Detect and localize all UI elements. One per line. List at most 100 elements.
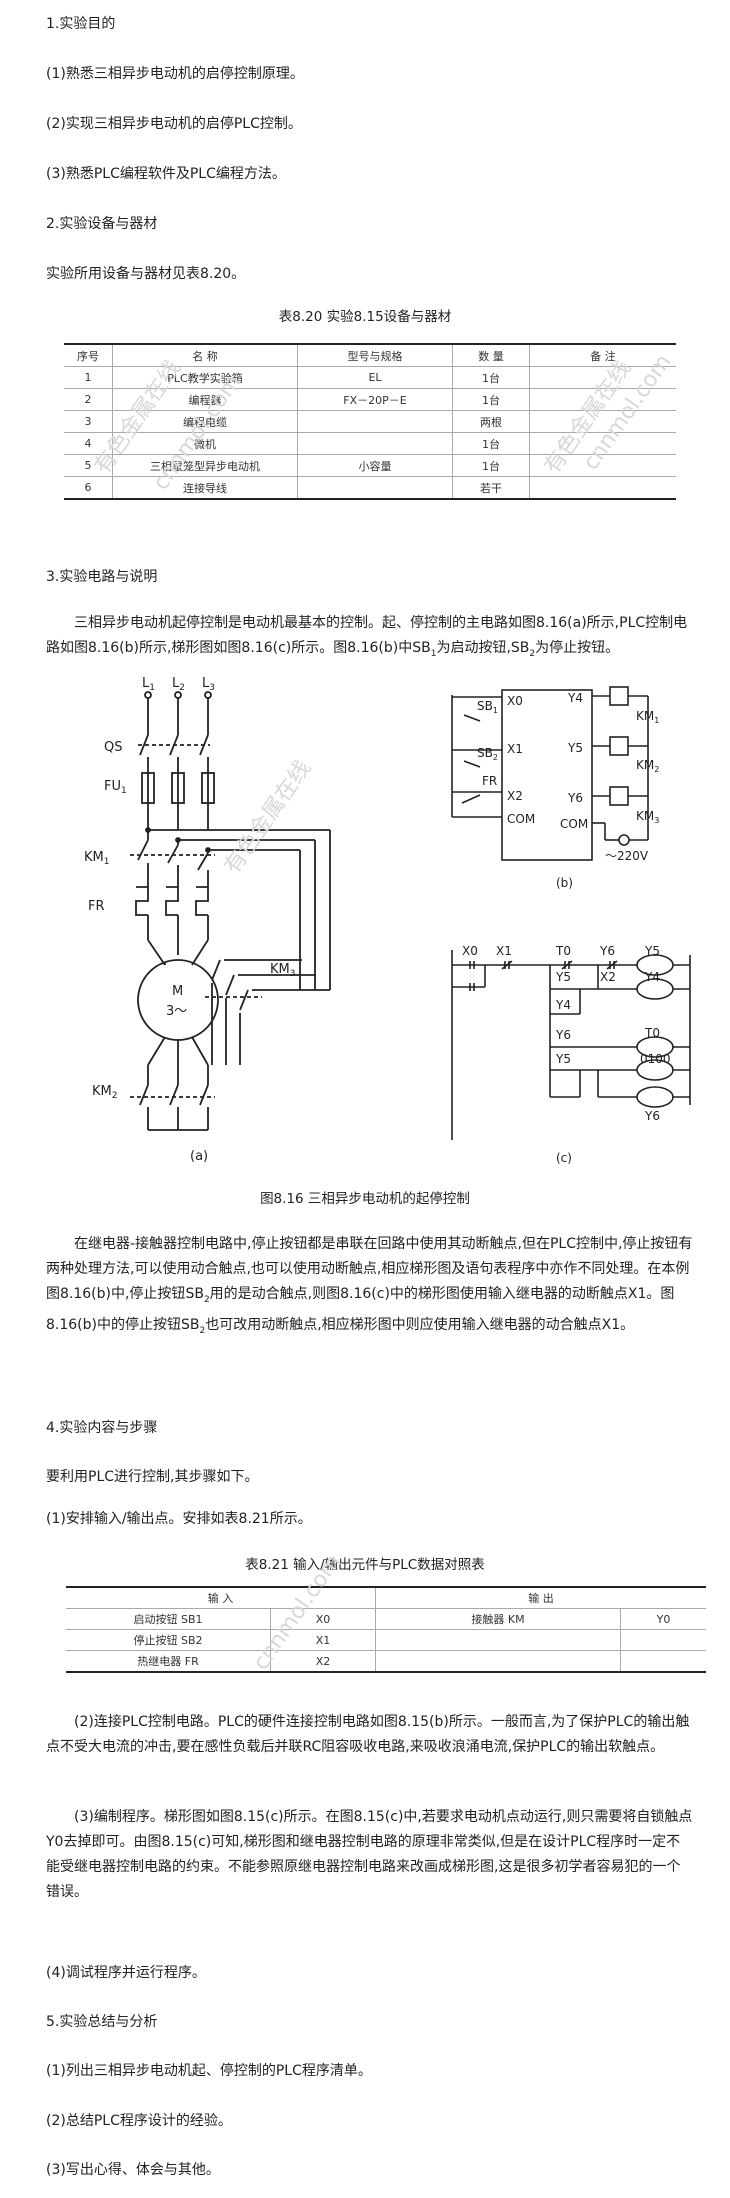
- sb1-sub: 1: [430, 648, 437, 659]
- table-8-21-title: 表8.21 输入/输出元件与PLC数据对照表: [245, 1557, 485, 1573]
- para-text: 用的是动合触点,则图8.16(c)中的梯形图使用输入继电器的动断触点X1。图8.…: [46, 1286, 675, 1333]
- col-header: 型号与规格: [297, 344, 453, 367]
- table-cell: 若干: [452, 476, 530, 499]
- label-Y5: Y5: [567, 741, 583, 755]
- col-header: 名 称: [112, 344, 298, 367]
- label-L1: L1: [142, 676, 155, 693]
- para-text: 为停止按钮。: [535, 640, 620, 656]
- ladder-Y5c: Y5: [555, 1052, 571, 1066]
- table-cell: 接触器 KM: [375, 1608, 621, 1630]
- col-header: 数 量: [452, 344, 530, 367]
- ladder-coil-Y4: Y4: [644, 970, 660, 984]
- label-KM3-b: KM3: [636, 809, 659, 825]
- label-KM3: KM3: [270, 962, 295, 979]
- summary-item-1: (1)列出三相异步电动机起、停控制的PLC程序清单。: [46, 2063, 372, 2079]
- sb2-label: SB: [180, 1316, 200, 1333]
- table-cell: 2: [64, 388, 113, 411]
- table-cell: [529, 454, 676, 477]
- circuit-a-labels: L1 L2 L3 QS FU1 KM1 FR M 3～ KM3 KM2 (a): [84, 676, 295, 1164]
- table-cell: 三相鼠笼型异步电动机: [112, 454, 298, 477]
- table-cell: X2: [270, 1650, 376, 1672]
- ladder-X1: X1: [496, 944, 512, 958]
- table-cell: [297, 432, 453, 455]
- step-1: (1)安排输入/输出点。安排如表8.21所示。: [46, 1511, 312, 1527]
- label-M-sub: 3～: [166, 1004, 187, 1019]
- label-FR-b: FR: [482, 774, 497, 788]
- label-L2: L2: [172, 676, 185, 693]
- section-2-intro: 实验所用设备与器材见表8.20。: [46, 266, 246, 282]
- label-SB2: SB2: [477, 746, 498, 762]
- table-cell: 启动按钮 SB1: [66, 1608, 271, 1630]
- ladder-K: 0100: [640, 1052, 671, 1066]
- label-COM-in: COM: [507, 812, 535, 826]
- circuit-c-lines: [451, 950, 691, 1140]
- sb2-sub: 2: [199, 1325, 206, 1336]
- label-QS: QS: [104, 740, 122, 755]
- col-header: 输 出: [375, 1587, 706, 1609]
- summary-item-3: (3)写出心得、体会与其他。: [46, 2162, 220, 2178]
- label-FR: FR: [88, 899, 105, 914]
- ladder-coil-T0: T0: [644, 1026, 660, 1040]
- table-cell: X0: [270, 1608, 376, 1630]
- ladder-Y5: Y5: [555, 970, 571, 984]
- table-cell: 3: [64, 410, 113, 433]
- table-cell: 1台: [452, 454, 530, 477]
- col-header: 备 注: [529, 344, 676, 367]
- label-220V: ～220V: [605, 849, 649, 863]
- ladder-Y6b: Y6: [555, 1028, 571, 1042]
- table-cell: 停止按钮 SB2: [66, 1629, 271, 1651]
- label-X0: X0: [507, 694, 523, 708]
- table-cell: [375, 1650, 621, 1672]
- label-KM1-b: KM1: [636, 709, 659, 725]
- label-COM-out: COM: [560, 817, 588, 831]
- table-cell: EL: [297, 366, 453, 389]
- table-cell: 6: [64, 476, 113, 499]
- section-5-heading: 5.实验总结与分析: [46, 2014, 158, 2030]
- ladder-X0: X0: [462, 944, 478, 958]
- objective-item-1: (1)熟悉三相异步电动机的启停控制原理。: [46, 66, 304, 82]
- ladder-T0: T0: [555, 944, 571, 958]
- para-text: 在继电器-接触器控制电路中,停止按钮都是串联在回路中使用其动断触点,但在PLC控…: [46, 1236, 693, 1302]
- step-2: (2)连接PLC控制电路。PLC的硬件连接控制电路如图8.15(b)所示。一般而…: [46, 1714, 690, 1755]
- sb1-label: SB: [412, 640, 431, 656]
- table-cell: 1: [64, 366, 113, 389]
- circuit-a-lines: [130, 691, 331, 1131]
- table-cell: 连接导线: [112, 476, 298, 499]
- label-c: (c): [556, 1151, 572, 1165]
- table-header-row: 输 入 输 出: [66, 1587, 706, 1609]
- label-FU1: FU1: [104, 779, 127, 796]
- table-cell: 两根: [452, 410, 530, 433]
- label-Y6: Y6: [567, 791, 583, 805]
- section-4-intro: 要利用PLC进行控制,其步骤如下。: [46, 1469, 259, 1485]
- circuit-c-labels: X0 X1 T0 Y6 Y5 Y5 X2 Y4 Y4 Y6 T0 Y5 0100…: [462, 944, 671, 1165]
- table-cell: [621, 1651, 707, 1673]
- ladder-X2: X2: [600, 970, 616, 984]
- label-M: M: [172, 984, 183, 999]
- figure-caption: 图8.16 三相异步电动机的起停控制: [260, 1191, 470, 1207]
- table-cell: 热继电器 FR: [66, 1650, 271, 1672]
- label-SB1: SB1: [477, 699, 498, 715]
- label-Y4: Y4: [567, 691, 583, 705]
- label-KM1: KM1: [84, 850, 109, 867]
- table-8-20-title: 表8.20 实验8.15设备与器材: [278, 309, 452, 325]
- table-cell: PLC教学实验箱: [112, 366, 298, 389]
- section-3-heading: 3.实验电路与说明: [46, 569, 158, 585]
- label-b: (b): [556, 876, 573, 890]
- objective-item-3: (3)熟悉PLC编程软件及PLC编程方法。: [46, 166, 286, 182]
- para-text: 也可改用动断触点,相应梯形图中则应使用输入继电器的动合触点X1。: [205, 1316, 635, 1333]
- table-cell: 4: [64, 432, 113, 455]
- table-cell: 1台: [452, 432, 530, 455]
- table-cell: [297, 410, 453, 433]
- col-header: 输 入: [66, 1587, 376, 1609]
- section-3-paragraph: 三相异步电动机起停控制是电动机最基本的控制。起、停控制的主电路如图8.16(a)…: [46, 611, 694, 667]
- circuit-b-lines: [451, 686, 649, 861]
- figure-8-16: L1 L2 L3 QS FU1 KM1 FR M 3～ KM3 KM2 (a) …: [84, 676, 691, 1165]
